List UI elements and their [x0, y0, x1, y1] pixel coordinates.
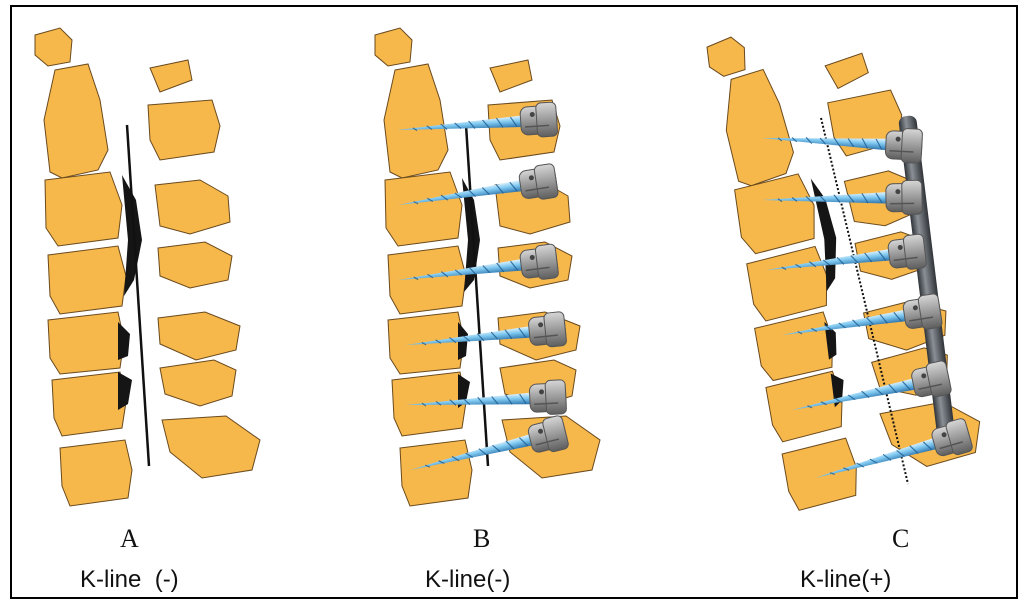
- panel-b-caption: K-line(-): [425, 568, 510, 592]
- panel-b-letter: B: [473, 526, 490, 552]
- panel-c-caption: K-line(+): [800, 568, 891, 592]
- panel-a-lesion-mid: [118, 322, 130, 360]
- panel-a-letter: A: [120, 526, 139, 552]
- panel-b-spine: [375, 28, 600, 506]
- panel-a-caption: K-line (-): [80, 568, 179, 592]
- panel-a-spine: [35, 28, 260, 506]
- panel-b-k-line: [466, 125, 488, 466]
- panel-c-letter: C: [892, 526, 909, 552]
- panel-a-lesion-lower: [118, 372, 132, 410]
- panel-a-k-line: [127, 125, 149, 466]
